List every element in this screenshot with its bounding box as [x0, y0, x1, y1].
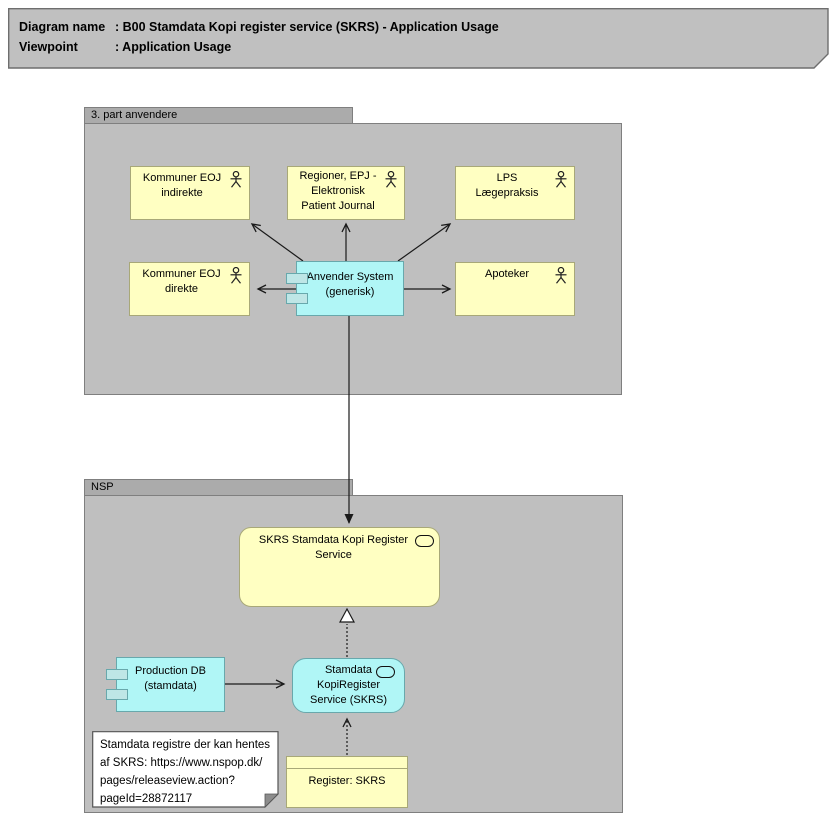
note-shape	[92, 731, 279, 808]
node-anvender-system: Anvender System (generisk)	[286, 261, 404, 316]
node-kommuner-eoj-indirekte: Kommuner EOJ indirekte	[130, 166, 250, 220]
actor-icon	[555, 266, 567, 284]
node-label: Stamdata KopiRegister Service (SKRS)	[309, 664, 388, 706]
node-label: Regioner, EPJ - Elektronisk Patient Jour…	[299, 170, 377, 212]
object-header-line	[287, 757, 407, 769]
service-icon	[376, 666, 395, 678]
component-icon	[286, 293, 308, 304]
node-lps-laegepraksis: LPS Lægepraksis	[455, 166, 575, 220]
actor-icon	[230, 266, 242, 284]
diagram-title: Diagram name : B00 Stamdata Kopi register…	[19, 17, 499, 57]
actor-icon	[385, 170, 397, 188]
group-label-nsp: NSP	[91, 481, 114, 493]
group-tab-third-party: 3. part anvendere	[84, 107, 353, 124]
group-tab-nsp: NSP	[84, 479, 353, 496]
node-label: Production DB (stamdata)	[135, 665, 206, 692]
group-label-third-party: 3. part anvendere	[91, 109, 178, 121]
node-skrs-stamdata-kopi-register-service: SKRS Stamdata Kopi Register Service	[239, 527, 440, 607]
node-label: Apoteker	[484, 268, 530, 280]
node-label: Register: SKRS	[308, 775, 386, 787]
node-label: Kommuner EOJ indirekte	[142, 172, 222, 199]
title-label-1: Diagram name	[19, 20, 106, 34]
component-icon	[286, 273, 308, 284]
node-label: Kommuner EOJ direkte	[142, 268, 221, 295]
node-label: LPS Lægepraksis	[475, 172, 539, 199]
title-label-2: Viewpoint	[19, 40, 78, 54]
group-body-third-party	[84, 123, 622, 395]
node-kommuner-eoj-direkte: Kommuner EOJ direkte	[129, 262, 250, 316]
service-icon	[415, 535, 434, 547]
note-stamdata-registre: Stamdata registre der kan hentes af SKRS…	[92, 731, 279, 808]
node-register-skrs: Register: SKRS	[286, 756, 408, 808]
node-stamdata-kopiregister-service: Stamdata KopiRegister Service (SKRS)	[292, 658, 405, 713]
node-label: SKRS Stamdata Kopi Register Service	[258, 534, 409, 561]
component-icon	[106, 689, 128, 700]
node-apoteker: Apoteker	[455, 262, 575, 316]
actor-icon	[230, 170, 242, 188]
node-regioner-epj: Regioner, EPJ - Elektronisk Patient Jour…	[287, 166, 405, 220]
note-text: Stamdata registre der kan hentes af SKRS…	[100, 739, 271, 805]
actor-icon	[555, 170, 567, 188]
title-row-1: Diagram name : B00 Stamdata Kopi register…	[19, 17, 499, 37]
title-value-1: : B00 Stamdata Kopi register service (SK…	[115, 20, 499, 34]
title-value-2: : Application Usage	[115, 40, 232, 54]
component-icon	[106, 669, 128, 680]
node-label: Anvender System (generisk)	[306, 271, 394, 298]
diagram-title-note: Diagram name : B00 Stamdata Kopi register…	[8, 8, 829, 69]
note-fold-icon	[264, 793, 279, 808]
title-note-shape	[8, 8, 829, 69]
node-production-db: Production DB (stamdata)	[106, 657, 225, 712]
title-row-2: Viewpoint : Application Usage	[19, 37, 499, 57]
